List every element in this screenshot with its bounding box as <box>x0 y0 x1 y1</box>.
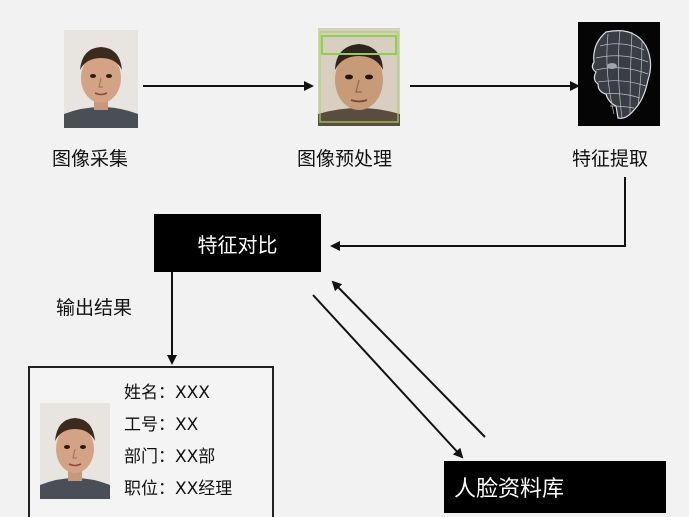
card-employee-id: 工号：XX <box>124 415 199 435</box>
arrow-database-to-compare <box>331 280 486 438</box>
card-department: 部门：XX部 <box>124 447 216 467</box>
face-3d-mesh-icon <box>578 22 660 126</box>
face-database-label: 人脸资料库 <box>454 477 565 502</box>
step-capture-label: 图像采集 <box>52 148 129 170</box>
feature-compare-box: 特征对比 <box>154 214 321 272</box>
face-photo-icon <box>40 403 110 499</box>
arrow-extract-to-compare <box>330 177 626 251</box>
face-database-box: 人脸资料库 <box>444 461 666 513</box>
card-position: 职位：XX经理 <box>124 479 233 499</box>
face-photo-icon <box>64 30 138 128</box>
arrow-compare-to-database <box>312 294 464 459</box>
face-detection-icon <box>318 28 400 126</box>
feature-compare-label: 特征对比 <box>197 232 278 257</box>
output-result-label: 输出结果 <box>56 297 133 319</box>
result-card: 姓名：XXX 工号：XX 部门：XX部 职位：XX经理 <box>28 366 274 517</box>
step-preprocess-label: 图像预处理 <box>297 148 393 170</box>
step-extract-label: 特征提取 <box>572 148 649 170</box>
card-name: 姓名：XXX <box>124 383 210 403</box>
